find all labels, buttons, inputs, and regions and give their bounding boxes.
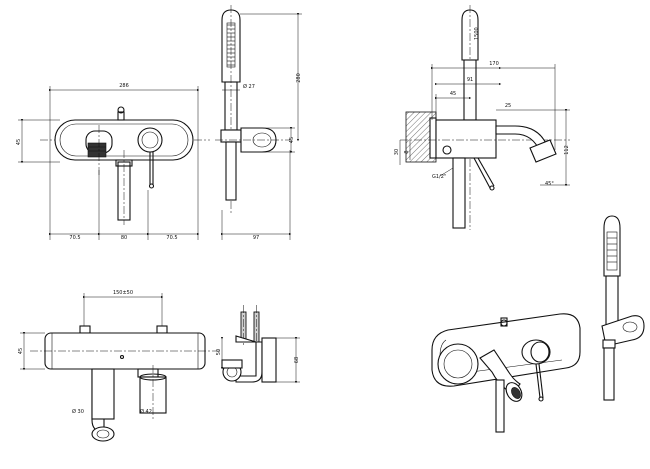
dim-side-wall-right: 8 [404, 150, 410, 153]
dim-right-offset: 70.5 [166, 235, 177, 241]
dim-handle-diameter-top: Ø 42 [140, 408, 152, 415]
dim-overall-width: 286 [119, 83, 129, 89]
hand-shower-view: 280 45 Ø 27 97 [215, 5, 302, 241]
dim-side-spout: 25 [505, 103, 511, 109]
dim-top-height: 45 [18, 348, 24, 354]
dim-body-height: 45 [16, 139, 22, 145]
dim-holder-total: 68 [294, 357, 300, 363]
dim-side-wall-left: 30 [394, 149, 400, 155]
dim-side-body: 91 [467, 77, 473, 83]
label-angle: 45° [545, 181, 554, 187]
dim-shower-height: 280 [296, 73, 302, 83]
label-thread-size: G1/2" [432, 174, 446, 180]
dim-left-offset: 70.5 [69, 235, 80, 241]
perspective-view [431, 215, 645, 433]
side-view: 1500 170 91 45 25 112 [394, 5, 570, 230]
front-view: 286 45 70.5 [16, 83, 210, 241]
dim-side-height: 112 [564, 145, 570, 155]
dim-side-center: 45 [450, 91, 456, 97]
dim-handle-diameter: Ø 27 [243, 83, 255, 90]
top-view: 150±50 45 Ø 30 Ø 42 [18, 290, 220, 442]
dim-side-overall: 170 [489, 61, 499, 67]
dim-spout-diameter: Ø 30 [72, 408, 84, 415]
label-hose-dim: 1500 [474, 27, 480, 40]
dim-center-spacing: 80 [121, 235, 127, 241]
dim-holder-small: 50 [216, 349, 222, 355]
dim-inlet-spacing: 150±50 [113, 290, 133, 296]
holder-side-view: 50 68 [216, 305, 300, 384]
dim-holder-depth: 97 [253, 235, 259, 241]
dim-holder-height: 45 [289, 137, 295, 143]
